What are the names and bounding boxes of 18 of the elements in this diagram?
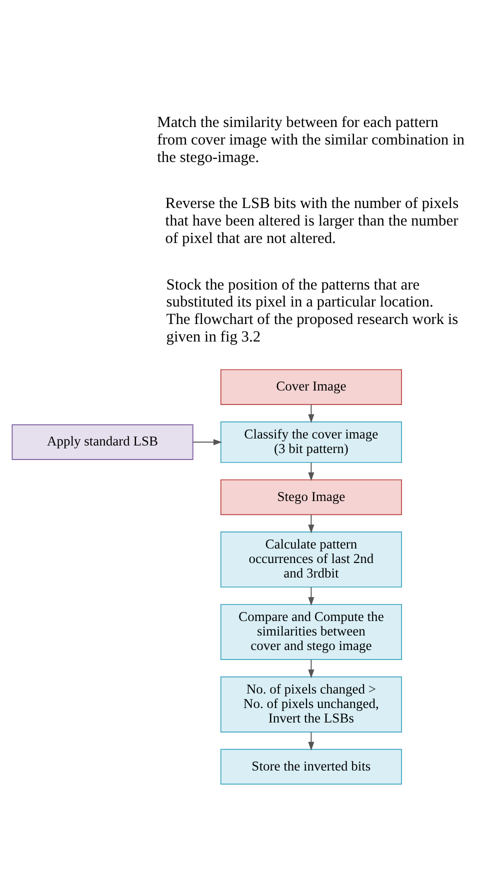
node-box: Classify the cover image (3 bit pattern): [220, 421, 402, 463]
arrow: [308, 586, 314, 606]
node-box: No. of pixels changed > No. of pixels unchanged, Invert the LSBs: [220, 676, 402, 732]
node-box: Cover Image: [220, 369, 402, 405]
node-box: Stego Image: [220, 479, 402, 516]
label: Match the similarity between for each pattern from cover image with the similar combination in the stego-image.: [157, 114, 464, 166]
arrow: [308, 514, 314, 534]
node-box: Compare and Compute the similarities between cover and stego image: [220, 604, 402, 660]
arrow: [308, 462, 314, 482]
arrow: [308, 404, 314, 423]
node-box: Apply standard LSB: [12, 424, 194, 460]
arrow: [192, 439, 222, 446]
arrow: [308, 732, 314, 751]
node-box: Store the inverted bits: [220, 748, 402, 785]
label: Stock the position of the patterns that are substituted its pixel in a particular location. The flowchart of the proposed research work is given in fig 3.2: [166, 276, 458, 346]
label: Reverse the LSB bits with the number of pixels that have been altered is larger than the number of pixel that are not altered.: [165, 195, 459, 247]
arrow: [308, 659, 314, 678]
node-box: Calculate pattern occurrences of last 2nd and 3rdbit: [220, 532, 402, 588]
